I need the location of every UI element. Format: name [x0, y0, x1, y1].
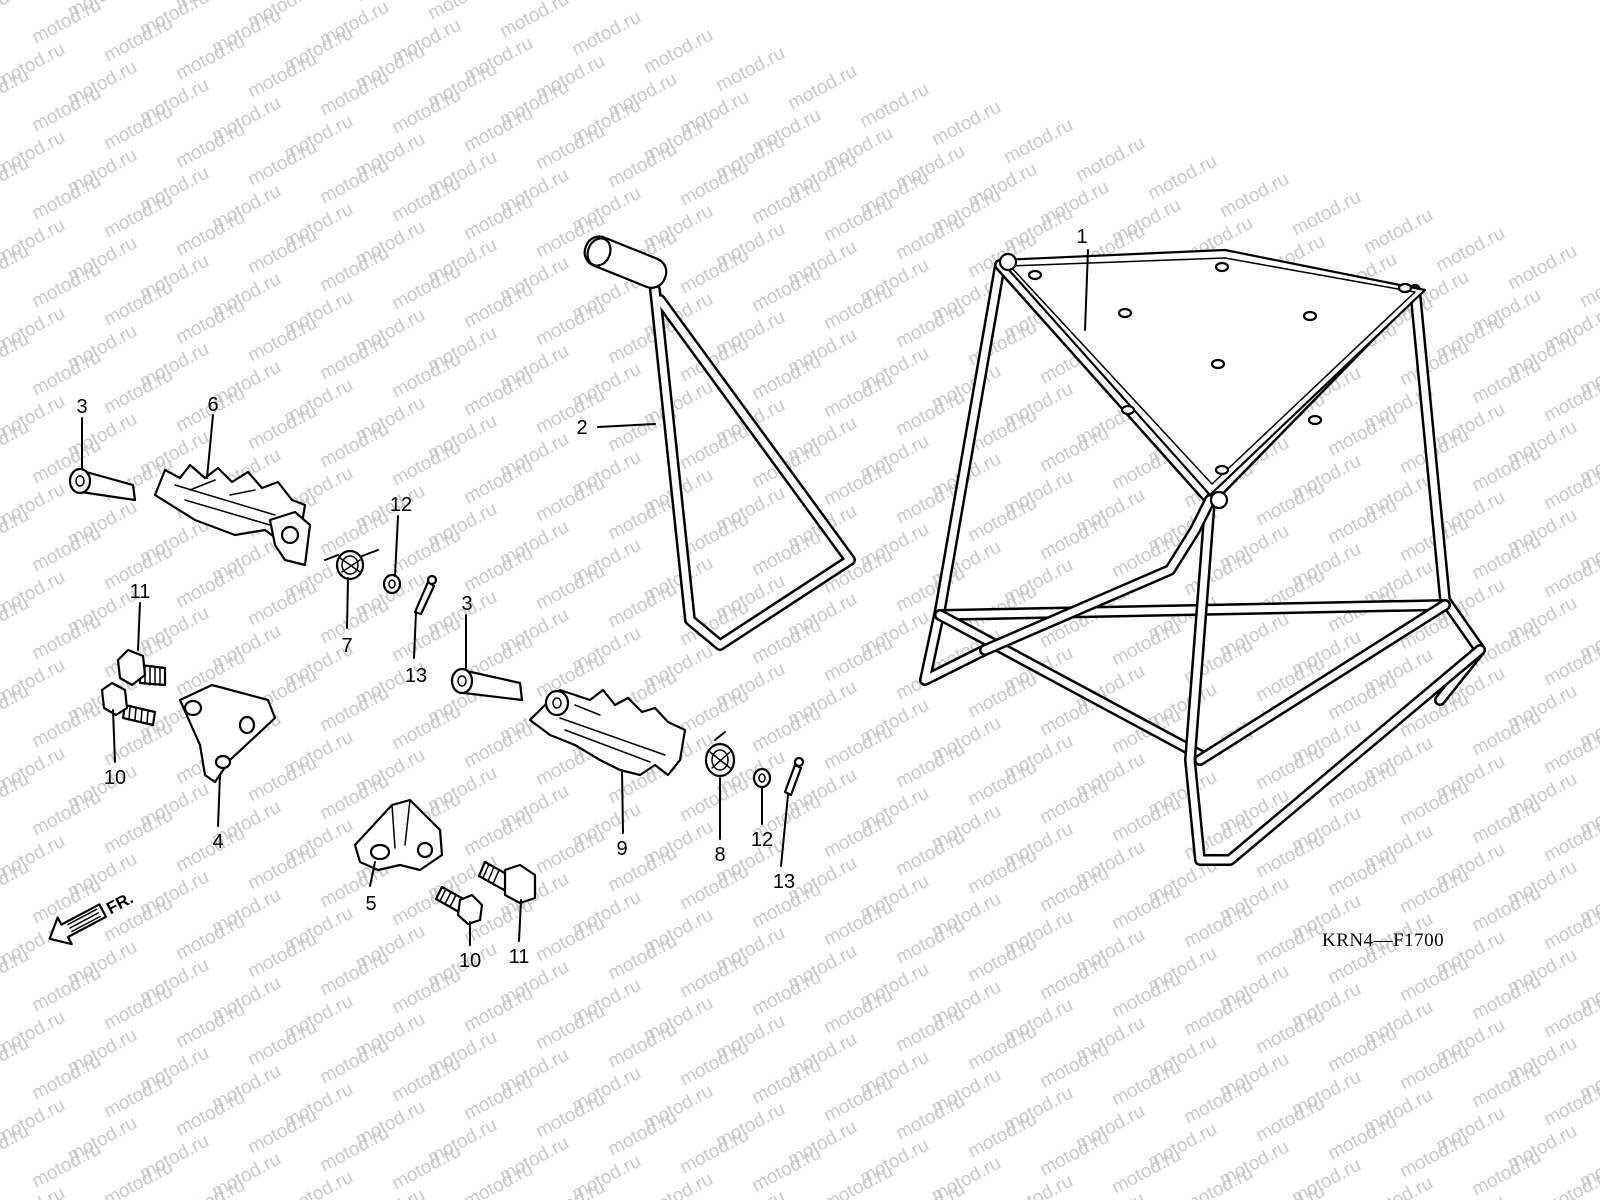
watermark-text: motod.ru: [712, 1187, 788, 1200]
watermark-text: motod.ru: [100, 1157, 176, 1200]
diagram-code: KRN4—F1700: [1322, 930, 1444, 951]
callout-11-left: 11: [130, 581, 151, 603]
watermark-text: motod.ru: [640, 25, 716, 79]
part-13-cotter-pin-right: [783, 756, 805, 797]
callout-3-right: 3: [461, 593, 472, 615]
callouts: 1 2 3 6 12 7 13 11 10 4 3 9 8 12 13 5 10…: [76, 226, 1087, 972]
part-7-spring-left: [324, 549, 379, 581]
watermark-text: motod.ru: [568, 7, 644, 61]
callout-2: 2: [576, 417, 587, 439]
callout-5: 5: [365, 893, 376, 915]
part-1-stand: [919, 248, 1486, 866]
part-11-bolt-right: [477, 860, 537, 905]
callout-1: 1: [1076, 226, 1087, 248]
part-9-footpeg-right: [528, 688, 687, 777]
callout-10-right: 10: [459, 950, 481, 972]
part-5-bracket-right: [353, 798, 444, 872]
watermark-text: motod.ru: [784, 61, 860, 115]
callout-11-right: 11: [509, 946, 530, 968]
watermark-text: motod.ru: [1576, 259, 1600, 313]
watermark-text: motod.ru: [1144, 151, 1220, 205]
watermark-text: motod.ru: [1072, 133, 1148, 187]
watermark-text: motod.ru: [1360, 205, 1436, 259]
callout-13-left: 13: [405, 665, 427, 687]
part-3-pin-right: [450, 667, 524, 702]
watermark-text: motod.ru: [1432, 223, 1508, 277]
watermark-text: motod.ru: [424, 0, 500, 24]
callout-13-right: 13: [773, 871, 795, 893]
watermark-text: motod.ru: [1288, 187, 1364, 241]
part-3-pin-left: [68, 467, 137, 502]
callout-12-right: 12: [751, 829, 773, 851]
callout-7: 7: [341, 635, 352, 657]
part-10-bolt-right: [434, 885, 484, 926]
part-12-washer-right: [752, 767, 772, 789]
watermark-text: motod.ru: [1432, 1191, 1508, 1200]
watermark-text: motod.ru: [1000, 1171, 1076, 1200]
part-11-bolt-left: [116, 648, 167, 687]
watermark-text: motod.ru: [1504, 241, 1580, 295]
part-13-cotter-pin-left: [413, 574, 438, 616]
part-4-bracket-left: [178, 683, 277, 784]
watermark-text: motod.ru: [820, 1161, 896, 1200]
watermark-text: motod.ru: [640, 1169, 716, 1200]
watermark-text: motod.ru: [1072, 1189, 1148, 1200]
part-10-bolt-left: [100, 681, 157, 727]
watermark-text: motod.ru: [856, 79, 932, 133]
watermark-text: motod.ru: [460, 1159, 536, 1200]
callout-6: 6: [207, 394, 218, 416]
callout-9: 9: [616, 838, 627, 860]
part-6-footpeg-left: [153, 463, 312, 567]
callout-3-left: 3: [76, 396, 87, 418]
watermark-text: motod.ru: [928, 97, 1004, 151]
part-2-side-stand: [583, 235, 856, 651]
watermark-text: motod.ru: [1000, 115, 1076, 169]
part-12-washer-left: [382, 573, 402, 595]
watermark-text: motod.ru: [352, 0, 428, 6]
watermark-text: motod.ru: [1180, 1163, 1256, 1200]
watermark-text: motod.ru: [496, 0, 572, 42]
watermark-text: motod.ru: [352, 1185, 428, 1200]
part-8-spring-right: [704, 731, 736, 778]
watermark-text: motod.ru: [1216, 169, 1292, 223]
callout-4: 4: [212, 831, 223, 853]
leader-lines: [81, 249, 1089, 946]
watermark-text: motod.ru: [1360, 1173, 1436, 1200]
watermark-text: motod.ru: [0, 0, 33, 30]
callout-10-left: 10: [104, 767, 126, 789]
callout-12-left: 12: [390, 494, 412, 516]
watermark-text: motod.ru: [280, 1167, 356, 1200]
watermark-text: motod.ru: [712, 43, 788, 97]
callout-8: 8: [714, 844, 725, 866]
plate-bolt-holes: [1027, 261, 1413, 476]
